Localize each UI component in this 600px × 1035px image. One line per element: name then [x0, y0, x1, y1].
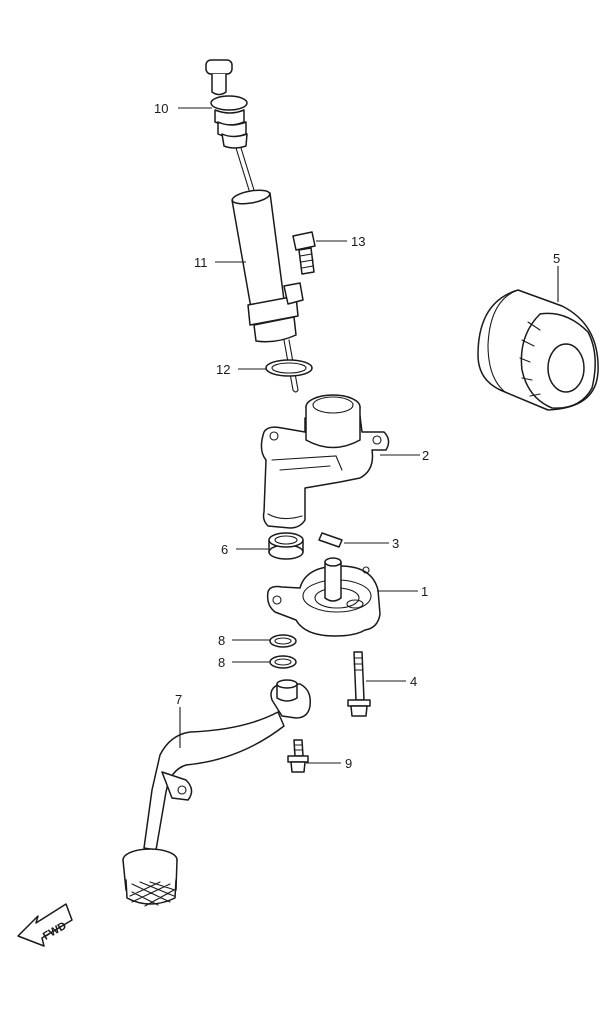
callout-12: 12	[216, 362, 230, 377]
bolt-4	[347, 651, 371, 717]
o-ring-12	[265, 359, 313, 377]
oil-filter	[477, 289, 599, 411]
callout-4: 4	[410, 674, 417, 689]
callout-labels: 10 11 12 13 5 2 3 6 1 8 8 4 7 9	[154, 101, 560, 771]
sleeve-6	[268, 532, 304, 560]
oil-strainer	[122, 679, 312, 907]
pin-3	[318, 532, 343, 548]
callout-10: 10	[154, 101, 168, 116]
callout-13: 13	[351, 234, 365, 249]
o-ring-8a	[269, 634, 297, 648]
callout-1: 1	[421, 584, 428, 599]
dipstick-handle	[205, 59, 255, 191]
callout-3: 3	[392, 536, 399, 551]
callout-9: 9	[345, 756, 352, 771]
bolt-9	[287, 739, 309, 773]
callout-5: 5	[553, 251, 560, 266]
bolt-13	[292, 231, 316, 275]
leader-lines	[178, 107, 559, 764]
fwd-direction-badge: FWD	[17, 903, 73, 947]
callout-6: 6	[221, 542, 228, 557]
callout-8b: 8	[218, 655, 225, 670]
pump-cover	[260, 394, 390, 529]
o-ring-8b	[269, 655, 297, 669]
callout-8a: 8	[218, 633, 225, 648]
callout-7: 7	[175, 692, 182, 707]
callout-11: 11	[194, 255, 208, 270]
callout-2: 2	[422, 448, 429, 463]
oil-pump	[266, 557, 381, 637]
